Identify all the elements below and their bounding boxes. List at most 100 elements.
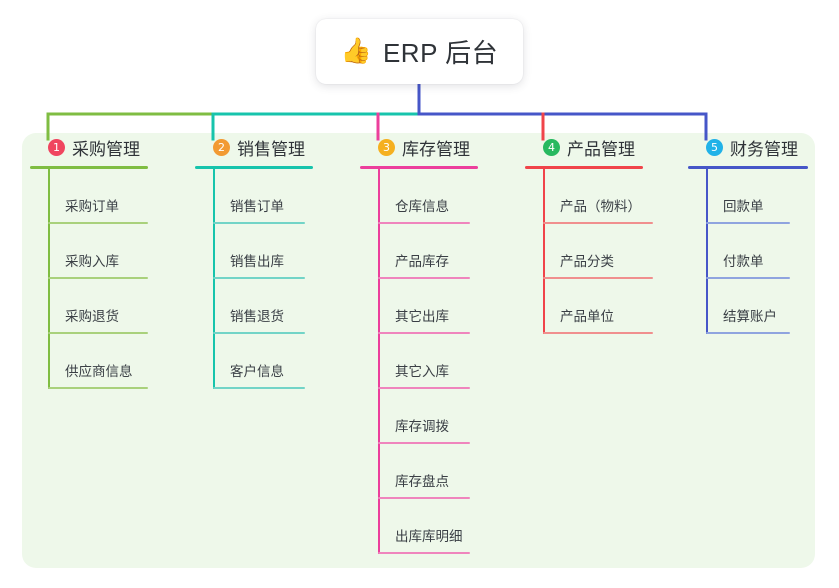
branch-rule-2 bbox=[195, 166, 313, 169]
branch-header-5[interactable]: 5 财务管理 bbox=[688, 133, 828, 161]
leaf-label: 产品单位 bbox=[560, 309, 614, 324]
branch-column-1: 1 采购管理采购订单采购入库采购退货供应商信息 bbox=[30, 133, 180, 389]
leaf-rule bbox=[48, 222, 148, 224]
branch-badge-4: 4 bbox=[543, 138, 560, 156]
leaf-label: 库存调拨 bbox=[395, 419, 449, 434]
leaf-label: 出库库明细 bbox=[395, 529, 463, 544]
root-title: ERP 后台 bbox=[382, 38, 499, 68]
branch-rule-4 bbox=[525, 166, 643, 169]
leaf-label: 供应商信息 bbox=[65, 364, 133, 379]
branch-column-2: 2 销售管理销售订单销售出库销售退货客户信息 bbox=[195, 133, 345, 389]
leaf-rule bbox=[543, 332, 653, 334]
leaf-rule bbox=[213, 332, 305, 334]
branch-badge-3: 3 bbox=[378, 138, 395, 156]
leaf-rule bbox=[378, 497, 470, 499]
branch-leaf-list-5: 回款单付款单结算账户 bbox=[688, 169, 828, 334]
branch-badge-5: 5 bbox=[706, 138, 723, 156]
leaf-rule bbox=[378, 387, 470, 389]
leaf-label: 客户信息 bbox=[230, 364, 284, 379]
diagram-panel bbox=[22, 133, 815, 568]
leaf-rule bbox=[378, 222, 470, 224]
leaf-rule bbox=[48, 332, 148, 334]
branch-header-2[interactable]: 2 销售管理 bbox=[195, 133, 345, 161]
leaf-rule bbox=[706, 277, 790, 279]
leaf-item[interactable]: 客户信息 bbox=[195, 334, 345, 389]
leaf-item[interactable]: 采购退货 bbox=[30, 279, 180, 334]
leaf-label: 采购订单 bbox=[65, 199, 119, 214]
leaf-item[interactable]: 仓库信息 bbox=[360, 169, 510, 224]
leaf-item[interactable]: 库存调拨 bbox=[360, 389, 510, 444]
branch-column-5: 5 财务管理回款单付款单结算账户 bbox=[688, 133, 828, 334]
leaf-rule bbox=[378, 332, 470, 334]
leaf-rule bbox=[706, 222, 790, 224]
leaf-rule bbox=[378, 277, 470, 279]
leaf-label: 付款单 bbox=[723, 254, 764, 269]
leaf-label: 回款单 bbox=[723, 199, 764, 214]
branch-rule-1 bbox=[30, 166, 148, 169]
leaf-label: 销售出库 bbox=[230, 254, 284, 269]
leaf-label: 销售退货 bbox=[230, 309, 284, 324]
branch-spine-1 bbox=[48, 169, 50, 389]
branch-title-2: 销售管理 bbox=[237, 139, 305, 159]
leaf-label: 销售订单 bbox=[230, 199, 284, 214]
branch-badge-2: 2 bbox=[213, 138, 230, 156]
leaf-item[interactable]: 产品分类 bbox=[525, 224, 675, 279]
branch-leaf-list-1: 采购订单采购入库采购退货供应商信息 bbox=[30, 169, 180, 389]
leaf-item[interactable]: 其它入库 bbox=[360, 334, 510, 389]
branch-title-5: 财务管理 bbox=[730, 139, 798, 159]
leaf-rule bbox=[213, 387, 305, 389]
leaf-label: 其它入库 bbox=[395, 364, 449, 379]
leaf-item[interactable]: 出库库明细 bbox=[360, 499, 510, 554]
branch-leaf-list-2: 销售订单销售出库销售退货客户信息 bbox=[195, 169, 345, 389]
branch-rule-3 bbox=[360, 166, 478, 169]
leaf-label: 库存盘点 bbox=[395, 474, 449, 489]
leaf-item[interactable]: 付款单 bbox=[688, 224, 828, 279]
branch-rule-5 bbox=[688, 166, 808, 169]
leaf-rule bbox=[213, 277, 305, 279]
leaf-label: 产品分类 bbox=[560, 254, 614, 269]
leaf-item[interactable]: 供应商信息 bbox=[30, 334, 180, 389]
leaf-rule bbox=[378, 552, 470, 554]
leaf-item[interactable]: 其它出库 bbox=[360, 279, 510, 334]
leaf-label: 采购退货 bbox=[65, 309, 119, 324]
leaf-item[interactable]: 产品（物料） bbox=[525, 169, 675, 224]
leaf-label: 仓库信息 bbox=[395, 199, 449, 214]
leaf-label: 产品（物料） bbox=[560, 199, 641, 214]
thumbs-up-icon: 👍 bbox=[340, 37, 372, 65]
leaf-rule bbox=[543, 222, 653, 224]
branch-title-1: 采购管理 bbox=[72, 139, 140, 159]
leaf-item[interactable]: 采购入库 bbox=[30, 224, 180, 279]
leaf-rule bbox=[543, 277, 653, 279]
branch-spine-5 bbox=[706, 169, 708, 334]
leaf-item[interactable]: 库存盘点 bbox=[360, 444, 510, 499]
leaf-item[interactable]: 产品库存 bbox=[360, 224, 510, 279]
branch-header-1[interactable]: 1 采购管理 bbox=[30, 133, 180, 161]
leaf-item[interactable]: 回款单 bbox=[688, 169, 828, 224]
leaf-item[interactable]: 结算账户 bbox=[688, 279, 828, 334]
leaf-rule bbox=[48, 277, 148, 279]
leaf-label: 其它出库 bbox=[395, 309, 449, 324]
leaf-item[interactable]: 销售退货 bbox=[195, 279, 345, 334]
leaf-item[interactable]: 销售出库 bbox=[195, 224, 345, 279]
leaf-label: 结算账户 bbox=[723, 309, 777, 324]
leaf-label: 产品库存 bbox=[395, 254, 449, 269]
leaf-rule bbox=[706, 332, 790, 334]
branch-spine-3 bbox=[378, 169, 380, 554]
leaf-item[interactable]: 采购订单 bbox=[30, 169, 180, 224]
branch-columns: 1 采购管理采购订单采购入库采购退货供应商信息 2 销售管理销售订单销售出库销售退货客… bbox=[0, 133, 839, 568]
branch-leaf-list-3: 仓库信息产品库存其它出库其它入库库存调拨库存盘点出库库明细 bbox=[360, 169, 510, 554]
leaf-item[interactable]: 产品单位 bbox=[525, 279, 675, 334]
leaf-item[interactable]: 销售订单 bbox=[195, 169, 345, 224]
branch-spine-4 bbox=[543, 169, 545, 334]
branch-badge-1: 1 bbox=[48, 138, 65, 156]
branch-leaf-list-4: 产品（物料） 产品分类产品单位 bbox=[525, 169, 675, 334]
leaf-rule bbox=[48, 387, 148, 389]
root-node[interactable]: 👍 ERP 后台 bbox=[316, 19, 523, 84]
leaf-label: 采购入库 bbox=[65, 254, 119, 269]
leaf-rule bbox=[213, 222, 305, 224]
